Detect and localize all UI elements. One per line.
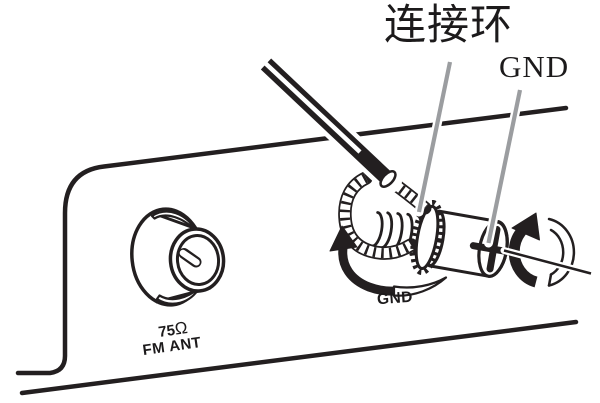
gnd-terminal [338, 171, 518, 278]
ground-wire-loop [338, 171, 418, 260]
screw-axis-line [500, 247, 595, 277]
leader-line-connection-ring [414, 57, 455, 217]
rotate-arrow-left [329, 225, 448, 297]
panel-bottom-edge [19, 319, 579, 396]
connector-face-inner [175, 234, 221, 286]
connection-ring-label: 连接环 [384, 0, 514, 49]
rotate-arrow-right [508, 212, 576, 288]
insulation-end-cap [379, 170, 397, 188]
fm-ant-connector [130, 207, 226, 307]
leader-line-gnd [484, 85, 525, 248]
connection-ring [414, 204, 440, 271]
gnd-callout-label: GND [499, 49, 570, 84]
antenna-wire [254, 52, 402, 193]
connector-center-pin [178, 248, 202, 268]
connection-ring-knurl [410, 199, 444, 276]
panel-recess-outline [15, 105, 569, 376]
